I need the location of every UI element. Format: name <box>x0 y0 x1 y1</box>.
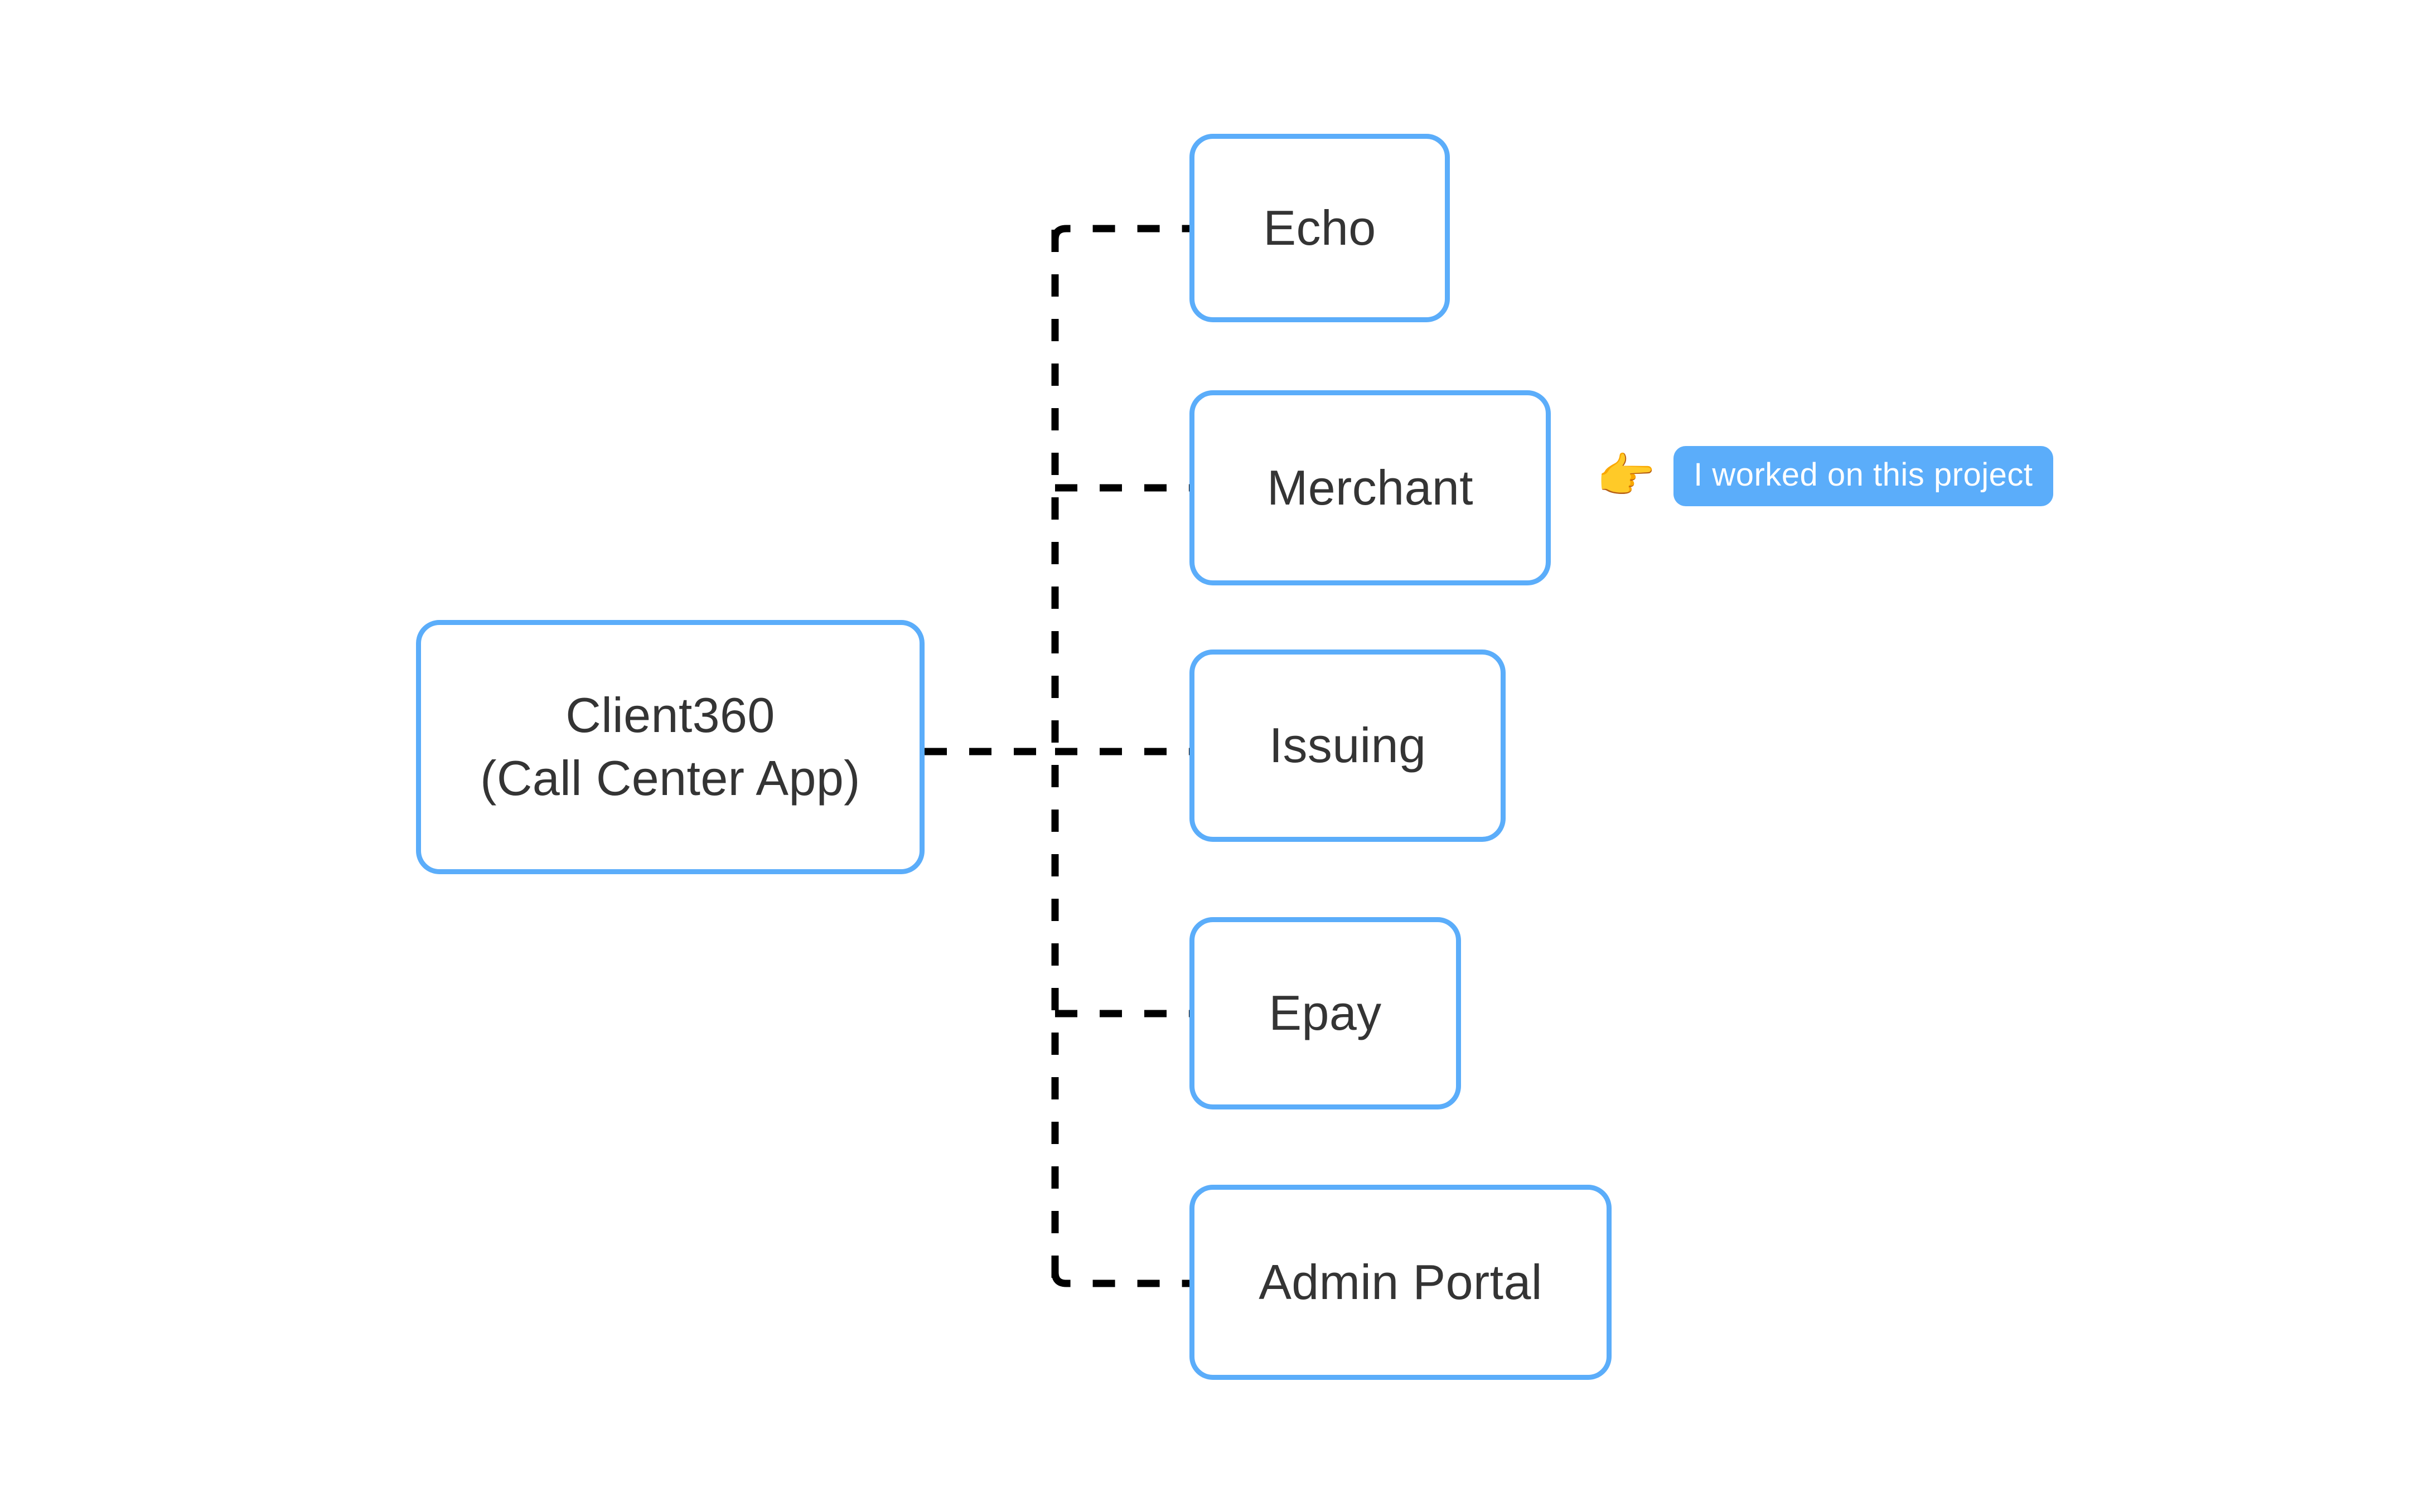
node-merchant-label: Merchant <box>1266 459 1474 515</box>
node-admin-portal[interactable]: Admin Portal <box>1189 1185 1612 1380</box>
node-issuing-label: Issuing <box>1269 718 1426 773</box>
node-client360-label: Client360 (Call Center App) <box>480 687 860 806</box>
backhand-index-pointing-right-icon: 👉 <box>1596 449 1656 503</box>
node-issuing[interactable]: Issuing <box>1189 650 1506 842</box>
edge-to-echo <box>1051 225 1189 240</box>
node-client360[interactable]: Client360 (Call Center App) <box>416 620 925 874</box>
node-epay-label: Epay <box>1269 985 1382 1041</box>
node-echo-label: Echo <box>1263 200 1376 255</box>
annotation-badge-label: I worked on this project <box>1694 457 2033 493</box>
annotation-callout: 👉 I worked on this project <box>1596 446 2053 506</box>
edge-to-admin-portal <box>1051 1272 1189 1287</box>
node-merchant[interactable]: Merchant <box>1189 390 1551 585</box>
annotation-badge: I worked on this project <box>1673 446 2053 506</box>
node-echo[interactable]: Echo <box>1189 134 1450 322</box>
node-admin-portal-label: Admin Portal <box>1259 1254 1542 1310</box>
node-epay[interactable]: Epay <box>1189 917 1461 1109</box>
